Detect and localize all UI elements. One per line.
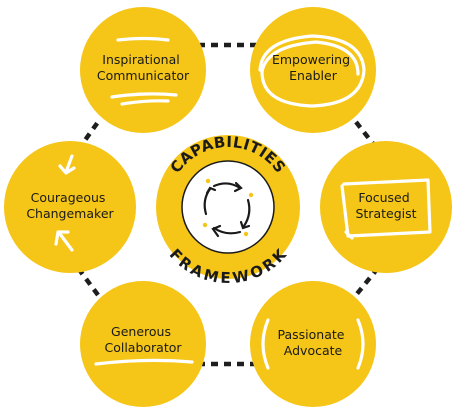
node-label: Passionate Advocate [278, 327, 349, 358]
node-circle [80, 7, 206, 133]
node-circle [4, 141, 136, 273]
node-circle [250, 281, 376, 407]
node-generous-collaborator: Generous Collaborator [80, 281, 206, 407]
node-label-line-2: Strategist [355, 206, 416, 221]
node-label-line-1: Inspirational [102, 52, 179, 67]
node-passionate-advocate: Passionate Advocate [250, 281, 376, 407]
circled-scribble-decoration [258, 34, 366, 108]
center-inner [181, 160, 275, 254]
connector-bottom-left [76, 266, 100, 297]
node-label: Generous Collaborator [104, 324, 182, 355]
connector-bottom-right [354, 266, 380, 297]
underline-strokes-decoration [110, 36, 178, 106]
node-label-line-2: Collaborator [104, 340, 182, 355]
node-label-line-2: Advocate [284, 343, 343, 358]
node-label: Inspirational Communicator [97, 52, 190, 83]
node-label-line-1: Empowering [272, 52, 350, 67]
node-circle [320, 141, 452, 273]
node-label-line-1: Focused [358, 190, 409, 205]
node-label-line-1: Passionate [278, 327, 345, 342]
node-label-line-1: Courageous [31, 190, 106, 205]
node-label-line-2: Enabler [289, 68, 338, 83]
underline-stroke-decoration [94, 358, 194, 366]
boxed-scribble-decoration [340, 178, 432, 240]
node-courageous-changemaker: Courageous Changemaker [4, 141, 136, 273]
center-hub: CAPABILITIES FRAMEWORK [156, 133, 300, 287]
cycle-arrows-icon [202, 178, 254, 238]
arrows-decoration [54, 154, 76, 252]
node-label: Empowering Enabler [272, 52, 354, 83]
node-empowering-enabler: Empowering Enabler [250, 7, 376, 133]
node-label-line-2: Communicator [97, 68, 190, 83]
node-focused-strategist: Focused Strategist [320, 141, 452, 273]
node-label-line-1: Generous [111, 324, 171, 339]
node-label: Courageous Changemaker [26, 190, 114, 221]
node-label-line-2: Changemaker [26, 206, 114, 221]
node-label: Focused Strategist [355, 190, 416, 221]
node-circle [80, 281, 206, 407]
node-inspirational-communicator: Inspirational Communicator [80, 7, 206, 133]
parentheses-decoration [261, 318, 365, 370]
